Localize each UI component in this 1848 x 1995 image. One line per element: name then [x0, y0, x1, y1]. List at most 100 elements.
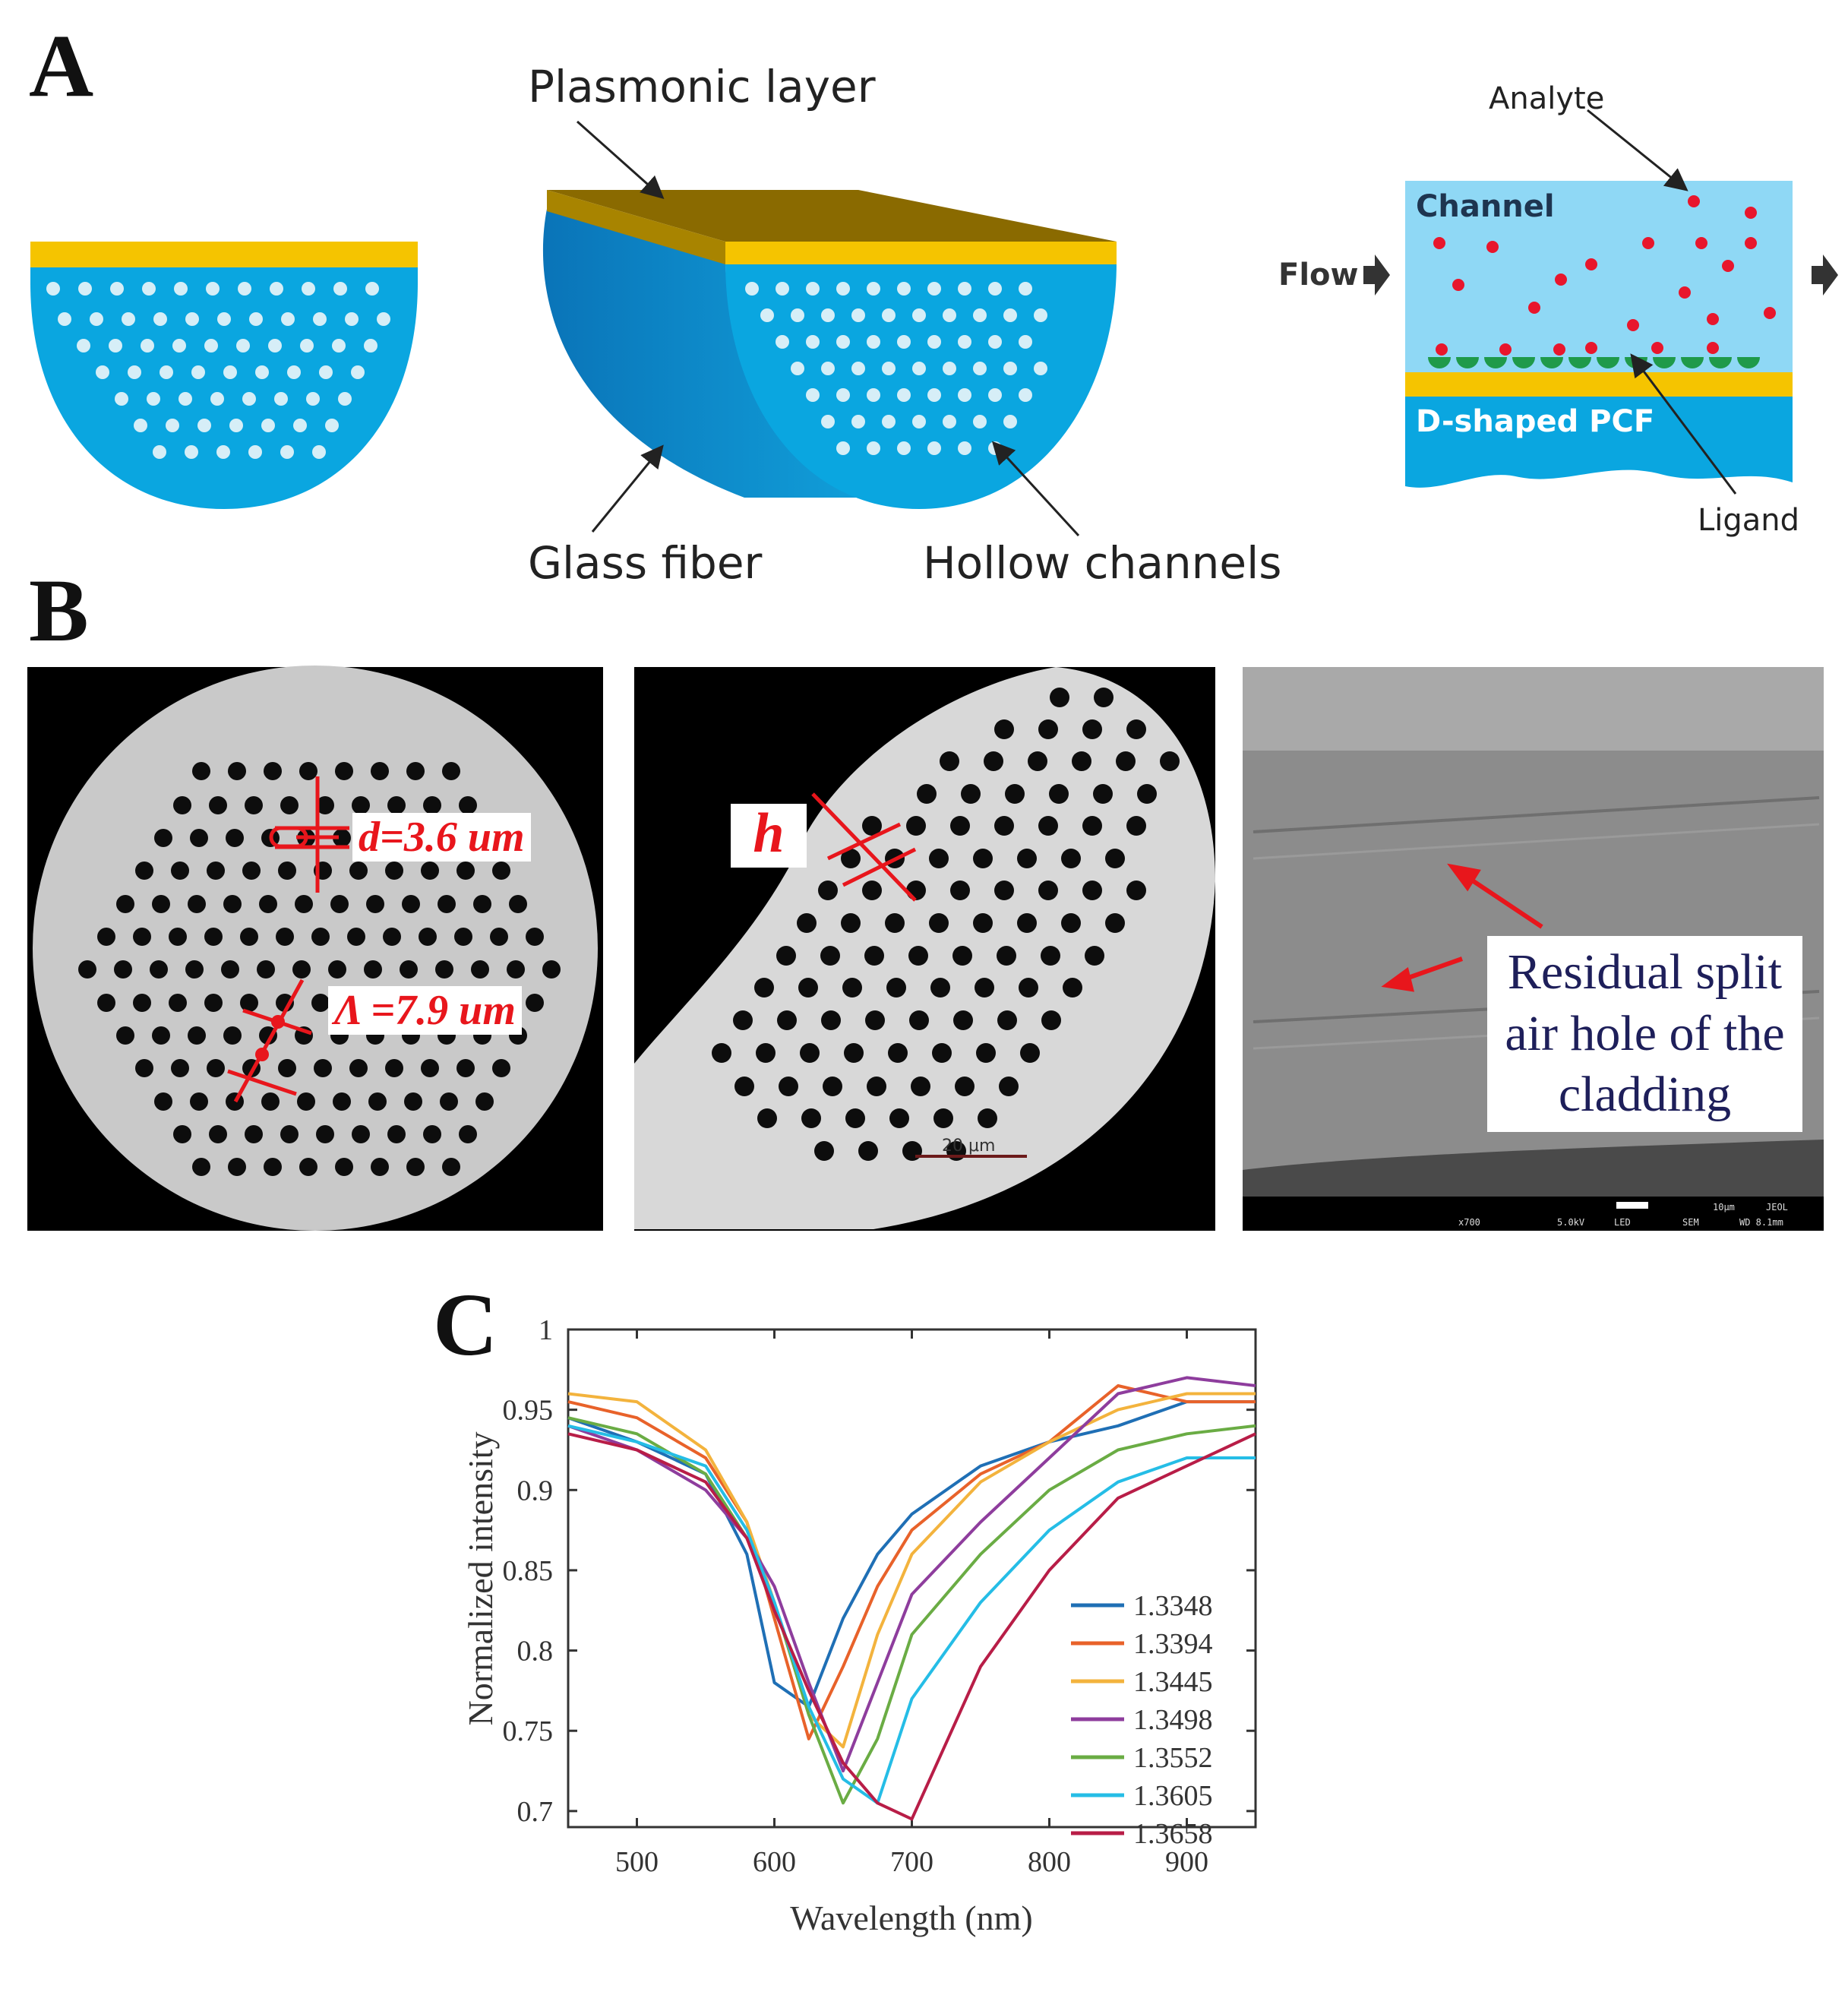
fiber-hole — [818, 881, 838, 900]
fiber-hole — [133, 928, 151, 946]
air-hole — [851, 308, 865, 322]
air-hole — [806, 282, 820, 296]
air-hole — [248, 445, 262, 459]
fiber-hole — [1038, 881, 1058, 900]
panel-a-letter: A — [29, 16, 94, 115]
fiber-hole — [114, 960, 132, 979]
air-hole — [851, 415, 865, 428]
air-hole — [206, 282, 220, 296]
fiber-hole — [316, 796, 334, 814]
air-hole — [255, 365, 269, 379]
fiber-hole — [423, 796, 441, 814]
fiber-hole — [383, 928, 401, 946]
fiber-hole — [349, 862, 368, 880]
fiber-hole — [347, 928, 365, 946]
fiber-hole — [116, 895, 134, 913]
air-hole — [300, 339, 314, 353]
air-hole — [836, 282, 850, 296]
fiber-hole — [776, 946, 796, 966]
fiber-hole — [1105, 913, 1125, 933]
residual-text-line-3: cladding — [1558, 1067, 1732, 1123]
fiber-hole — [316, 1125, 334, 1143]
analyte-molecule — [1707, 313, 1719, 325]
sem-scale: 10μm — [1713, 1202, 1735, 1212]
legend-label: 1.3348 — [1133, 1590, 1213, 1622]
analyte-molecule — [1688, 195, 1700, 207]
air-hole — [867, 388, 880, 402]
fiber-hole — [777, 1010, 797, 1030]
fiber-hole — [190, 829, 208, 847]
fiber-hole — [423, 1125, 441, 1143]
fiber-hole — [204, 928, 223, 946]
fiber-hole — [333, 1092, 351, 1111]
ligand-shape — [1597, 357, 1619, 368]
fiber-hole — [154, 829, 172, 847]
fiber-hole — [867, 1077, 886, 1096]
air-hole — [1003, 415, 1017, 428]
fiber-hole — [454, 928, 472, 946]
air-hole — [153, 445, 166, 459]
fiber-hole — [1126, 816, 1146, 836]
air-hole — [333, 282, 347, 296]
analyte-molecule — [1679, 286, 1691, 299]
air-hole — [836, 388, 850, 402]
air-hole — [791, 308, 804, 322]
air-hole — [174, 282, 188, 296]
air-hole — [302, 282, 315, 296]
fiber-hole — [471, 960, 489, 979]
fiber-hole — [1017, 913, 1037, 933]
fiber-hole — [1050, 688, 1069, 707]
fiber-hole — [823, 1077, 842, 1096]
pitch-label: Λ =7.9 um — [328, 986, 522, 1035]
air-hole — [287, 365, 301, 379]
fiber-hole — [712, 1043, 731, 1063]
analyte-molecule — [1499, 343, 1512, 356]
fiber-hole — [406, 1158, 425, 1176]
air-hole — [988, 335, 1002, 349]
fiber-hole — [207, 862, 225, 880]
sem-mode: SEM — [1682, 1217, 1699, 1228]
fiber-hole — [152, 1026, 170, 1045]
fiber-hole — [929, 849, 949, 868]
fiber-hole — [459, 1125, 477, 1143]
air-hole — [927, 388, 941, 402]
fiber-hole — [1049, 784, 1069, 804]
fiber-hole — [734, 1077, 754, 1096]
fiber-hole — [886, 978, 906, 998]
air-hole — [958, 388, 971, 402]
air-hole — [110, 282, 124, 296]
x-tick-label: 500 — [615, 1846, 659, 1878]
fiber-hole — [292, 960, 311, 979]
fiber-hole — [364, 960, 382, 979]
fiber-hole — [509, 895, 527, 913]
air-hole — [270, 282, 283, 296]
fiber-hole — [188, 1026, 206, 1045]
fiber-hole — [779, 1077, 798, 1096]
fiber-hole — [862, 816, 882, 836]
air-hole — [319, 365, 333, 379]
air-hole — [897, 335, 911, 349]
fiber-hole — [299, 762, 317, 780]
fiber-hole — [889, 1108, 909, 1128]
analyte-molecule — [1695, 237, 1707, 249]
fiber-hole — [1038, 719, 1058, 739]
spectrum-line — [567, 1384, 1256, 1740]
fiber-hole — [490, 928, 508, 946]
fiber-hole — [264, 1158, 282, 1176]
fiber-hole — [419, 928, 437, 946]
analyte-molecule — [1745, 207, 1757, 219]
air-hole — [760, 308, 774, 322]
fiber-hole — [909, 1010, 929, 1030]
fiber-hole — [1094, 688, 1114, 707]
fiber-hole — [976, 1043, 996, 1063]
hole-diameter-label: d=3.6 um — [352, 813, 531, 862]
fiber-hole — [223, 1026, 242, 1045]
air-hole — [912, 362, 926, 375]
fiber-hole — [841, 913, 861, 933]
spectrum-line — [567, 1392, 1256, 1749]
air-hole — [836, 335, 850, 349]
air-hole — [78, 282, 92, 296]
air-hole — [96, 365, 109, 379]
fiber-hole — [404, 1092, 422, 1111]
fiber-hole — [456, 1059, 475, 1077]
